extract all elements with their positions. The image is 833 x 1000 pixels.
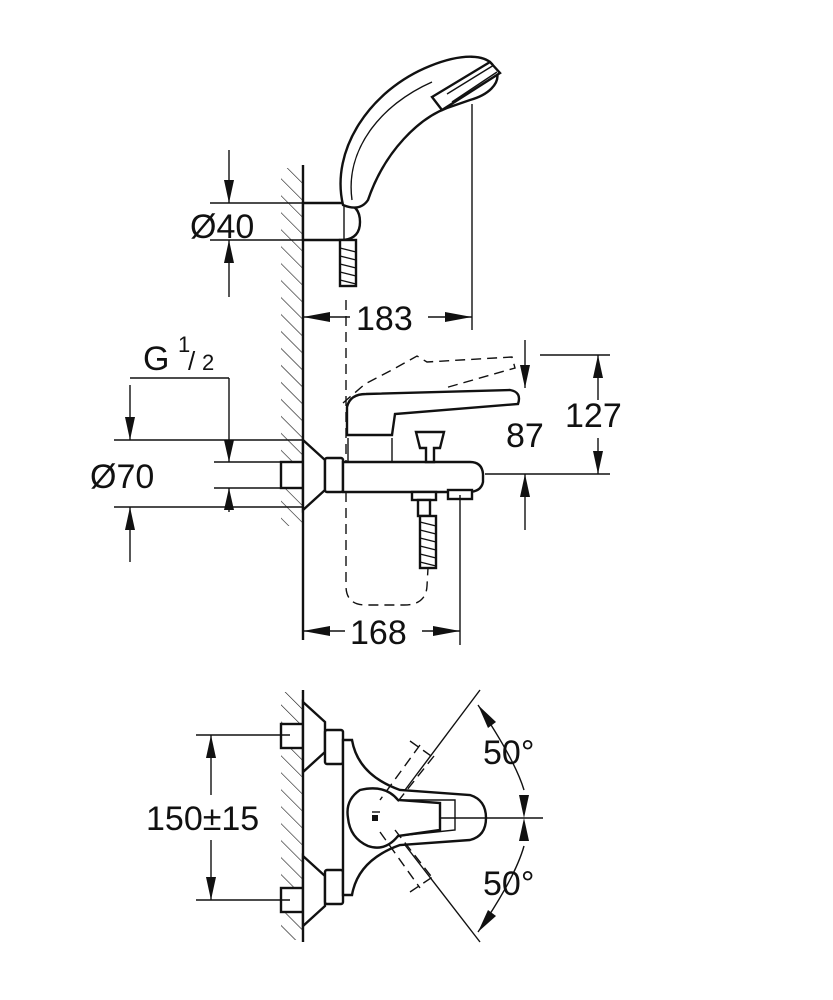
dim-168-label: 168 (350, 614, 407, 652)
hand-shower (339, 55, 502, 209)
mixer-body (279, 388, 521, 570)
dim-thread-main: G (143, 340, 169, 378)
top-view: 50° 50° 150±15 (146, 689, 543, 943)
dim-87-label: 87 (506, 417, 544, 455)
dim-spacing: 150±15 (146, 734, 290, 901)
dim-diameter-40: Ø40 (190, 150, 340, 297)
side-view: Ø40 183 (90, 55, 622, 652)
holder-hose (338, 238, 358, 288)
dim-183-label: 183 (356, 300, 413, 338)
dim-diameter-40-label: Ø40 (190, 208, 254, 246)
dim-168: 168 (303, 495, 461, 652)
dim-183: 183 (303, 104, 473, 338)
dim-heights: 87 127 (485, 340, 622, 530)
dim-spacing-label: 150±15 (146, 800, 259, 838)
dim-thread-den: 2 (202, 350, 214, 375)
dim-angles: 50° 50° (404, 689, 543, 943)
dim-diameter-70-label: Ø70 (90, 458, 154, 496)
dim-thread-slash: / (188, 346, 196, 376)
dim-diameter-70: Ø70 (90, 385, 303, 562)
lower-connection (279, 853, 345, 929)
dim-angle-up-label: 50° (483, 734, 534, 772)
lever-positions (379, 740, 435, 893)
upper-connection (279, 699, 345, 775)
dashed-outline (342, 300, 516, 606)
wall-side (281, 165, 305, 640)
dim-angle-down-label: 50° (483, 865, 534, 903)
dim-thread: G 1 / 2 (130, 332, 282, 512)
dim-127-label: 127 (565, 397, 622, 435)
dim-thread-num: 1 (178, 332, 190, 357)
